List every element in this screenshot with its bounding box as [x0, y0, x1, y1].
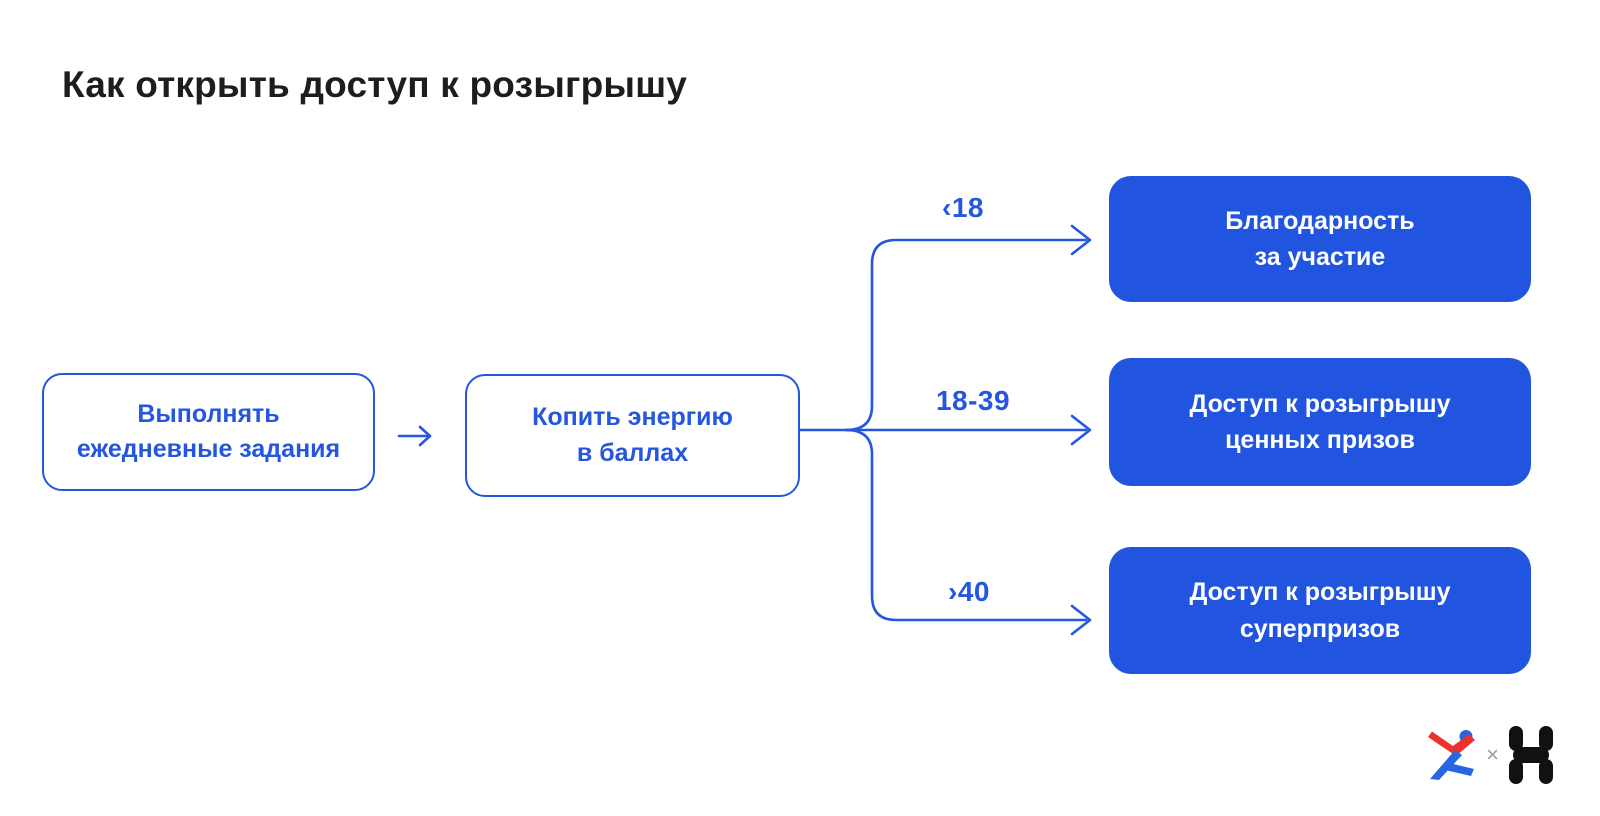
result-label-line: за участие — [1254, 243, 1386, 271]
step-box-collect-energy: Копить энергию в баллах — [465, 374, 800, 497]
result-label-line: Доступ к розыгрышу — [1189, 389, 1451, 418]
result-box-valuable-prizes: Доступ к розыгрышу ценных призов — [1109, 358, 1531, 486]
h-brand-logo-icon — [1509, 726, 1553, 784]
result-box-superprizes: Доступ к розыгрышу суперпризов — [1109, 547, 1531, 674]
right-arrow-icon — [397, 425, 432, 447]
page-title: Как открыть доступ к розыгрышу — [62, 64, 688, 105]
collab-x-separator: × — [1486, 742, 1499, 767]
result-label-line: Благодарность — [1225, 206, 1415, 235]
connector-top — [844, 238, 1088, 432]
arrowhead-middle-icon — [1070, 414, 1092, 446]
branch-condition-label: ‹18 — [942, 192, 984, 223]
arrowhead-bottom-icon — [1070, 604, 1092, 636]
step-label-line: ежедневные задания — [76, 435, 341, 463]
step-label-line: Копить энергию — [532, 403, 733, 431]
result-box-participation-thanks: Благодарность за участие — [1109, 176, 1531, 302]
branch-condition-label: 18-39 — [935, 385, 1011, 416]
result-label-line: суперпризов — [1239, 614, 1401, 643]
arrowhead-top-icon — [1070, 224, 1092, 256]
footer-logos: × — [1428, 726, 1553, 784]
connector-bottom — [844, 428, 1088, 622]
result-label-line: Доступ к розыгрышу — [1189, 578, 1451, 607]
result-label-line: ценных призов — [1225, 426, 1415, 454]
step-label-line: в баллах — [576, 438, 689, 467]
step-label-line: Выполнять — [137, 399, 280, 428]
branch-condition-label: ›40 — [948, 576, 990, 607]
sport-figure-logo-icon — [1428, 730, 1476, 780]
step-box-daily-tasks: Выполнять ежедневные задания — [42, 373, 375, 491]
